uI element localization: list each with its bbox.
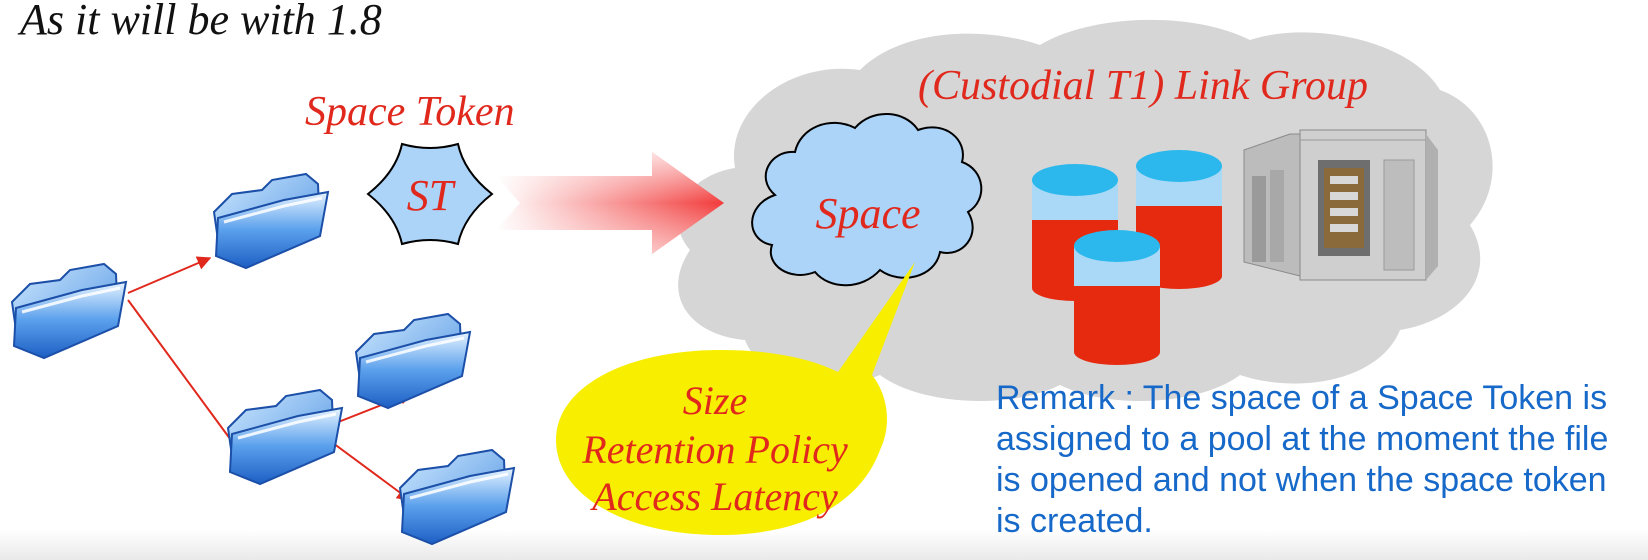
big-arrow-highlight (496, 152, 724, 254)
balloon-line-2: Retention Policy (581, 427, 848, 472)
space-cloud (751, 113, 983, 287)
page-title: As it will be with 1.8 (20, 0, 382, 44)
folder-icon-child-2 (226, 388, 344, 486)
balloon-line-1: Size (683, 378, 747, 423)
disk-icon-3 (1074, 230, 1160, 365)
balloon-line-3: Access Latency (589, 474, 838, 519)
folder-icon-child-1 (212, 172, 330, 270)
folder-icon-root (10, 262, 128, 360)
space-token-label: Space Token (305, 89, 515, 135)
remark-text: Remark : The space of a Space Token is a… (996, 379, 1609, 540)
space-text: Space (815, 189, 920, 238)
bottom-gradient (0, 530, 1648, 560)
tape-library-icon (1243, 129, 1438, 281)
tree-arrow-top (127, 256, 212, 294)
folder-icon-grandchild-2 (398, 448, 516, 546)
space-token-star-icon (366, 142, 494, 246)
link-group-label: (Custodial T1) Link Group (918, 63, 1368, 109)
st-text: ST (407, 171, 457, 220)
folder-icon-grandchild-1 (354, 312, 472, 410)
properties-balloon (556, 262, 915, 535)
